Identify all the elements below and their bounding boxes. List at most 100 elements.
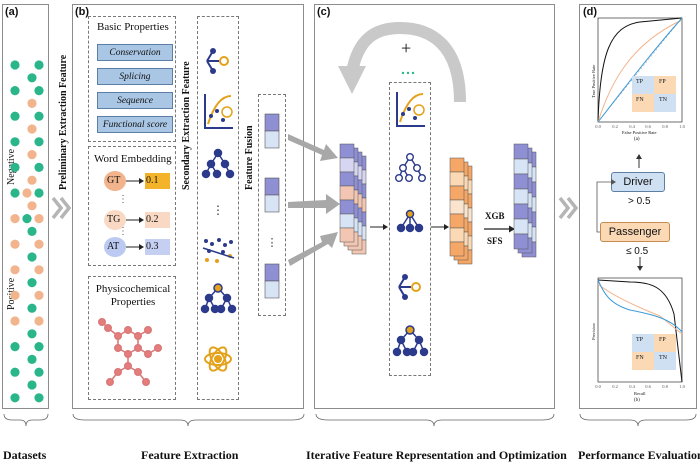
word-embedding-title: Word Embedding xyxy=(94,153,172,165)
sample-dots xyxy=(10,60,44,403)
physicochemical-box: Physicochemical Properties xyxy=(88,276,176,400)
tick-label: 0.4 xyxy=(629,124,635,129)
arrow-right-icon xyxy=(370,224,388,230)
panel-label-d: (d) xyxy=(583,6,598,18)
feature-cell xyxy=(339,185,355,201)
sfs-label: SFS xyxy=(487,236,503,246)
feature-cell xyxy=(513,203,529,220)
sample-dot xyxy=(27,150,37,160)
tick-label: 0.8 xyxy=(662,124,668,129)
chevron-arrow-icon xyxy=(51,196,72,220)
tick-label: 1.0 xyxy=(679,384,685,389)
atom-icon xyxy=(204,346,232,372)
feature-cell xyxy=(513,218,529,235)
sample-dot xyxy=(22,188,32,198)
sample-dot xyxy=(34,214,44,224)
cm-fp-roc: FP xyxy=(659,79,666,85)
tick-label: 0.2 xyxy=(612,384,618,389)
feature-fusion-box xyxy=(258,94,286,316)
secondary-extraction-title: Secondary Extraction Feature xyxy=(181,61,192,190)
plus-icon: + xyxy=(401,38,412,58)
sample-dot xyxy=(34,111,44,121)
caption-braces xyxy=(3,413,697,427)
roc-curve-chart: 0.0 0.2 0.4 0.6 0.8 1.0 xyxy=(595,17,686,129)
sample-dot xyxy=(27,354,37,364)
sample-dot xyxy=(10,214,20,224)
sample-dot xyxy=(34,393,44,403)
sample-dot xyxy=(27,175,37,185)
feature-cell xyxy=(513,173,529,190)
svg-text:⋮: ⋮ xyxy=(118,194,128,205)
svg-text:⋮: ⋮ xyxy=(212,203,224,217)
sample-dot xyxy=(10,86,20,96)
feature-cell xyxy=(513,233,529,250)
arrow-up-icon xyxy=(636,154,642,168)
iteration-loop-arrow xyxy=(338,21,466,103)
sample-dot xyxy=(27,380,37,390)
cm-tp-pr: TP xyxy=(636,337,644,343)
arrow-right-icon xyxy=(431,224,449,230)
secondary-feature-icons: ⋮ xyxy=(200,48,237,372)
panel-label-c: (c) xyxy=(317,6,331,18)
physicochemical-title-line1: Physicochemical xyxy=(95,283,171,295)
tick-label: 1.0 xyxy=(679,124,685,129)
sample-dot xyxy=(10,188,20,198)
sample-dot xyxy=(34,342,44,352)
sample-dot xyxy=(34,188,44,198)
kmer-gt: GT xyxy=(107,175,121,186)
plus-dots xyxy=(401,71,415,75)
caption-feature-extraction: Feature Extraction xyxy=(141,448,239,462)
scatter-curve-icon xyxy=(396,92,425,127)
feature-cell xyxy=(449,185,465,201)
property-sequence: Sequence xyxy=(97,92,173,109)
roc-xlabel: False Positive Rate xyxy=(622,130,657,135)
tick-label: 0.0 xyxy=(595,384,601,389)
feature-cell xyxy=(339,213,355,229)
property-conservation: Conservation xyxy=(97,44,173,61)
branch-icon xyxy=(206,50,229,72)
feature-cell xyxy=(339,157,355,173)
sample-dot xyxy=(27,124,37,134)
feature-cell xyxy=(449,227,465,243)
svg-text:⋮: ⋮ xyxy=(118,226,128,237)
preliminary-extraction-title: Preliminary Extraction Feature xyxy=(58,54,69,190)
pr-ylabel: Precision xyxy=(591,323,596,340)
pr-curve-chart: 0.0 0.2 0.4 0.6 0.8 1.0 xyxy=(595,277,686,389)
sample-dot xyxy=(34,290,44,300)
sample-dot xyxy=(10,137,20,147)
driver-threshold: > 0.5 xyxy=(628,196,651,207)
passenger-box: Passenger xyxy=(600,222,670,242)
embedding-value-at: 0.3 xyxy=(146,241,159,252)
branch-icon xyxy=(398,276,421,298)
tick-label: 0.8 xyxy=(662,384,668,389)
sample-dot xyxy=(34,367,44,377)
embedding-value-tg: 0.2 xyxy=(146,214,159,225)
sample-dot xyxy=(27,278,37,288)
basic-properties-box: Basic Properties Conservation Splicing S… xyxy=(88,16,176,142)
cm-fn-pr: FN xyxy=(636,355,644,361)
scatter-curve-icon xyxy=(204,94,233,129)
representation-stack-purple xyxy=(339,143,367,255)
fused-vector: ⋮ xyxy=(264,113,280,299)
sample-dot xyxy=(10,265,20,275)
cm-fp-pr: FP xyxy=(659,337,666,343)
sample-dot xyxy=(34,86,44,96)
network-icon xyxy=(200,283,237,314)
tick-label: 0.6 xyxy=(645,384,651,389)
sample-dot xyxy=(34,239,44,249)
hierarchy-icon xyxy=(396,209,424,233)
feature-cell xyxy=(339,171,355,187)
sample-dot xyxy=(10,60,20,70)
sample-dot xyxy=(34,162,44,172)
feature-cell xyxy=(339,143,355,159)
physicochemical-title-line2: Properties xyxy=(110,296,156,308)
panel-label-b: (b) xyxy=(75,6,90,18)
sample-dot xyxy=(27,252,37,262)
feature-fusion-title: Feature Fusion xyxy=(244,125,255,190)
tick-label: 0.6 xyxy=(645,124,651,129)
sample-dot xyxy=(10,111,20,121)
tick-label: 0.0 xyxy=(595,124,601,129)
sample-dot xyxy=(27,329,37,339)
sample-dot xyxy=(10,239,20,249)
kmer-tg: TG xyxy=(107,214,121,225)
